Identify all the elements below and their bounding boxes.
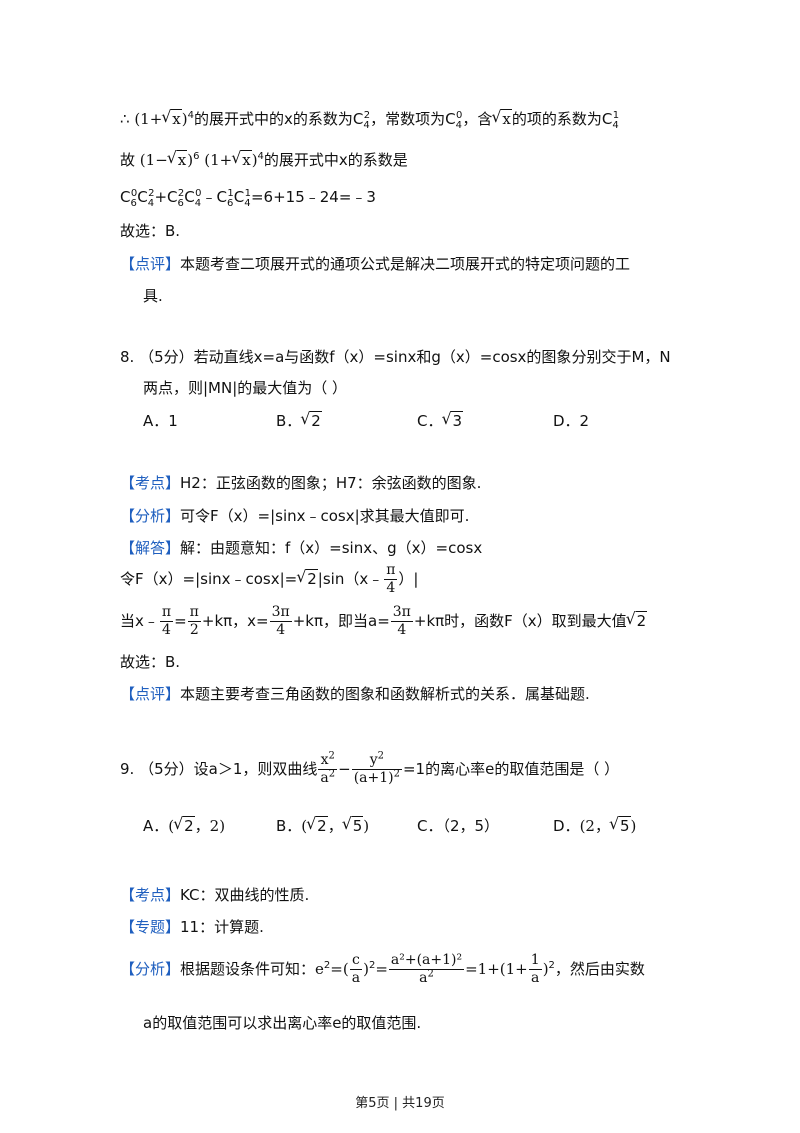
p7-review: 【点评】本题考查二项展开式的通项公式是解决二项展开式的特定项问题的工 (120, 255, 631, 273)
p7-line-1: ∴ (1+x)4的展开式中的x的系数为C42，常数项为C40，含x的项的系数为C… (120, 106, 619, 131)
p7-line-2: 故 (1−x)6 (1+x)4的展开式中x的系数是 (120, 147, 408, 171)
q8-fenxi: 【分析】可令F（x）=|sinx﹣cosx|求其最大值即可. (120, 507, 470, 525)
q9-option-b: B．(2，5) (276, 813, 369, 837)
q8-kaodian: 【考点】H2：正弦函数的图象；H7：余弦函数的图象. (120, 474, 482, 492)
p7-review-cont: 具. (143, 287, 163, 305)
q8-option-a: A．1 (143, 412, 178, 430)
p7-choice: 故选：B. (120, 222, 181, 240)
q9-zhuanti: 【专题】11：计算题. (120, 918, 264, 936)
q8-option-d: D．2 (553, 412, 590, 430)
page-footer: 第5页 | 共19页 (355, 1096, 445, 1111)
q9-kaodian: 【考点】KC：双曲线的性质. (120, 886, 310, 904)
q9-option-c: C．（2，5） (417, 817, 500, 835)
q8-review: 【点评】本题主要考查三角函数的图象和函数解析式的关系．属基础题. (120, 685, 590, 703)
q8-option-b: B．2 (276, 408, 322, 432)
q9-fenxi-cont: a的取值范围可以求出离心率e的取值范围. (143, 1014, 422, 1032)
q8-solution-line-1: 令F（x）=|sinx﹣cosx|=2|sin（x﹣π4）| (120, 562, 418, 597)
q8-stem-2: 两点，则|MN|的最大值为（ ） (143, 379, 348, 397)
q8-jieda: 【解答】解：由题意知：f（x）=sinx、g（x）=cosx (120, 539, 483, 557)
q8-stem-1: 8. （5分）若动直线x=a与函数f（x）=sinx和g（x）=cosx的图象分… (120, 348, 671, 366)
review-tag: 【点评】 (120, 255, 181, 273)
p7-line-3: C60C42+C62C40﹣C61C41=6+15﹣24=﹣3 (120, 188, 376, 209)
q9-option-a: A．(2，2) (143, 813, 225, 837)
q8-choice: 故选：B. (120, 653, 181, 671)
q9-option-d: D．(2，5) (553, 813, 636, 837)
q8-option-c: C．3 (417, 408, 464, 432)
